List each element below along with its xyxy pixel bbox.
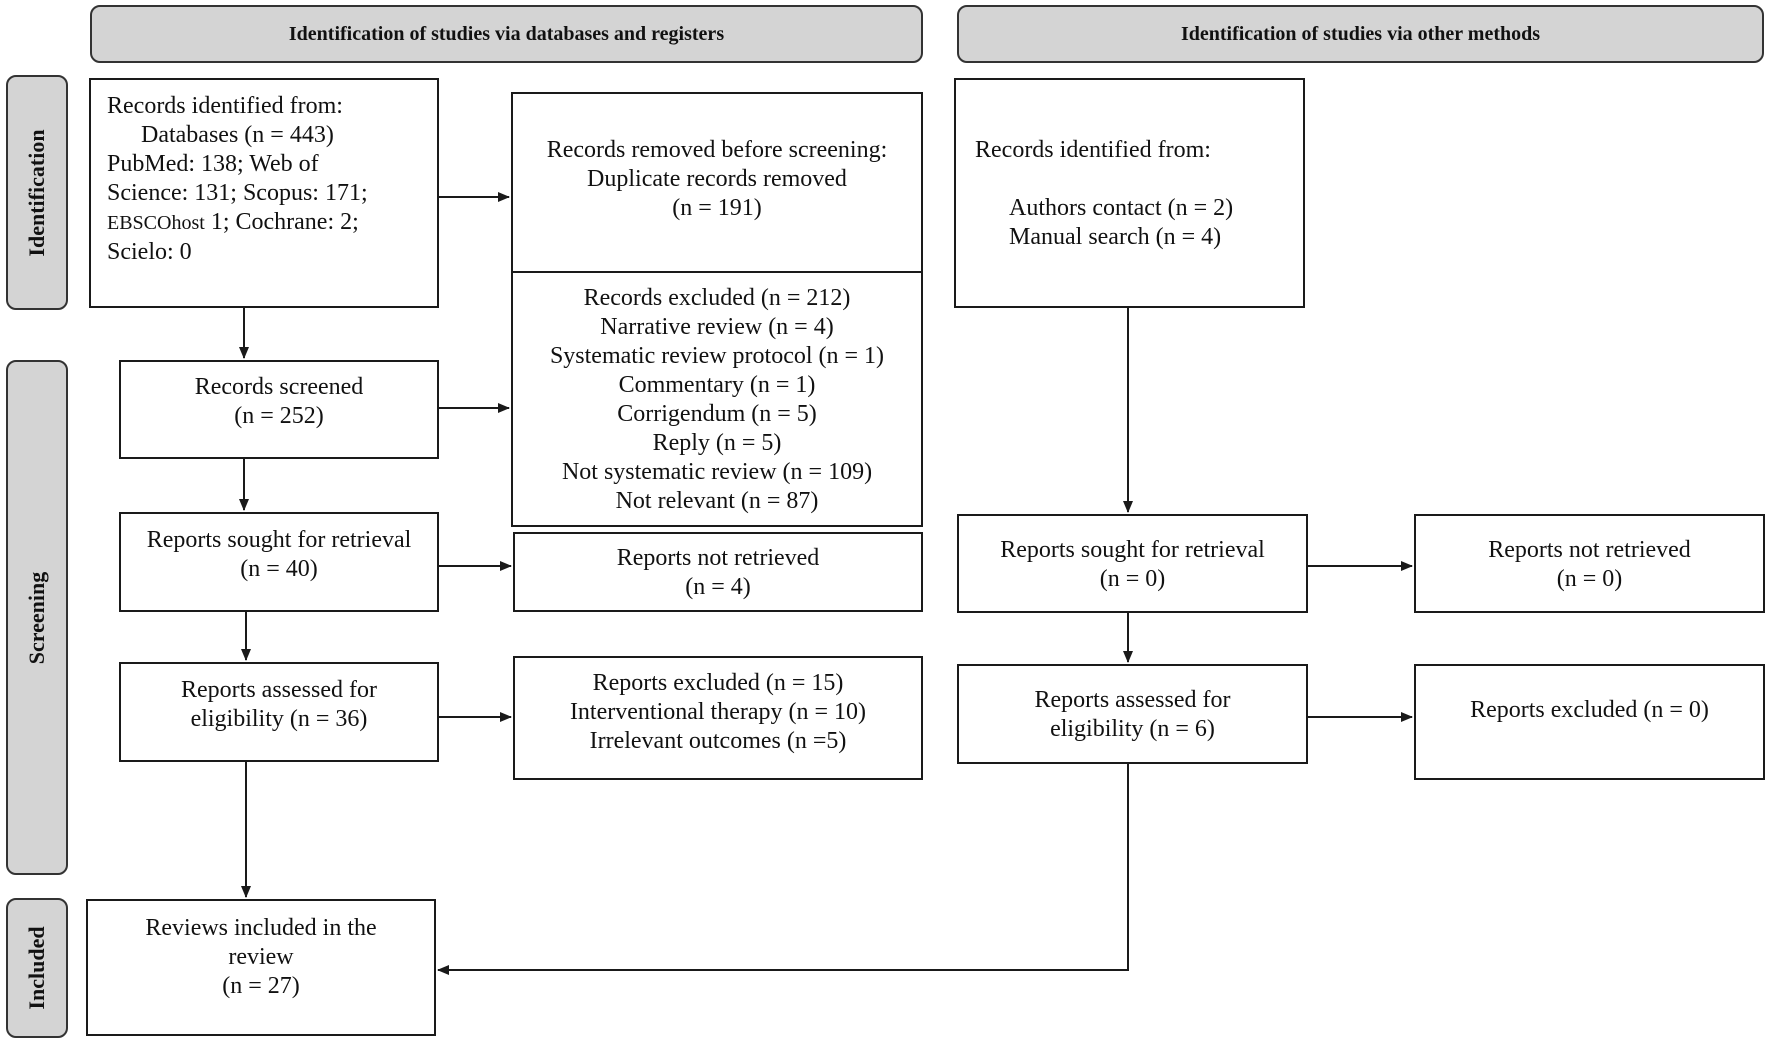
other-identified-line-1: Records identified from:: [975, 137, 1211, 163]
db-reports-excluded-box: Reports excluded (n = 15) Interventional…: [513, 656, 923, 780]
other-reports-sought-box: Reports sought for retrieval (n = 0): [957, 514, 1308, 613]
db-excluded-line-4: Commentary (n = 1): [618, 372, 816, 398]
arrow-other-assessed-to-included: [437, 764, 1129, 975]
db-sought-line-2: (n = 40): [240, 556, 318, 582]
db-excluded-line-6: Reply (n = 5): [652, 430, 782, 456]
db-reports-assessed-box: Reports assessed for eligibility (n = 36…: [119, 662, 439, 762]
db-screened-line-2: (n = 252): [234, 403, 324, 429]
db-reports-excluded-line-2: Interventional therapy (n = 10): [569, 699, 867, 725]
phase-included: Included: [6, 898, 68, 1038]
included-line-2: review: [228, 944, 294, 970]
db-identified-line-1: Records identified from:: [107, 93, 343, 119]
db-reports-not-retrieved-box: Reports not retrieved (n = 4): [513, 532, 923, 612]
db-not-retrieved-line-1: Reports not retrieved: [616, 545, 820, 571]
other-records-identified-box: Records identified from: Authors contact…: [954, 78, 1305, 308]
included-line-1: Reviews included in the: [145, 915, 377, 941]
db-records-excluded-box: Records excluded (n = 212) Narrative rev…: [511, 271, 923, 527]
db-removed-line-1: Records removed before screening:: [546, 137, 888, 163]
db-assessed-line-2: eligibility (n = 36): [190, 706, 368, 732]
db-not-retrieved-line-2: (n = 4): [685, 574, 751, 600]
db-screened-line-1: Records screened: [194, 374, 364, 400]
db-removed-line-3: (n = 191): [672, 195, 762, 221]
db-records-identified-box: Records identified from: Databases (n = …: [89, 78, 439, 308]
db-removed-line-2: Duplicate records removed: [587, 166, 847, 192]
header-other-methods-label: Identification of studies via other meth…: [1180, 22, 1541, 45]
other-sought-line-2: (n = 0): [1099, 566, 1166, 592]
db-excluded-line-5: Corrigendum (n = 5): [617, 401, 817, 427]
other-assessed-line-1: Reports assessed for: [1034, 687, 1231, 713]
db-records-removed-box: Records removed before screening: Duplic…: [511, 92, 923, 294]
db-assessed-line-1: Reports assessed for: [181, 677, 377, 703]
other-reports-not-retrieved-box: Reports not retrieved (n = 0): [1414, 514, 1765, 613]
db-reports-excluded-line-1: Reports excluded (n = 15): [592, 670, 844, 696]
db-records-screened-box: Records screened (n = 252): [119, 360, 439, 459]
db-reports-excluded-line-3: Irrelevant outcomes (n =5): [589, 728, 847, 754]
other-reports-excluded-line-1: Reports excluded (n = 0): [1470, 697, 1709, 723]
other-identified-line-2: Authors contact (n = 2): [1009, 195, 1234, 221]
other-sought-line-1: Reports sought for retrieval: [1000, 537, 1265, 563]
included-line-3: (n = 27): [222, 973, 300, 999]
db-identified-line-6: Scielo: 0: [107, 239, 192, 265]
other-reports-assessed-box: Reports assessed for eligibility (n = 6): [957, 664, 1308, 764]
phase-identification: Identification: [6, 75, 68, 310]
db-excluded-line-1: Records excluded (n = 212): [583, 285, 851, 311]
phase-screening: Screening: [6, 360, 68, 875]
db-identified-line-3: PubMed: 138; Web of: [107, 151, 319, 177]
reviews-included-box: Reviews included in the review (n = 27): [86, 899, 436, 1036]
db-excluded-line-3: Systematic review protocol (n = 1): [549, 343, 885, 369]
other-not-retrieved-line-1: Reports not retrieved: [1488, 537, 1691, 563]
db-excluded-line-2: Narrative review (n = 4): [600, 314, 834, 340]
db-reports-sought-box: Reports sought for retrieval (n = 40): [119, 512, 439, 612]
db-excluded-line-7: Not systematic review (n = 109): [561, 459, 873, 485]
other-assessed-line-2: eligibility (n = 6): [1050, 716, 1215, 742]
header-databases: Identification of studies via databases …: [90, 5, 923, 63]
header-databases-label: Identification of studies via databases …: [288, 22, 725, 45]
other-identified-line-3: Manual search (n = 4): [1009, 224, 1222, 250]
other-not-retrieved-line-2: (n = 0): [1556, 566, 1623, 592]
db-identified-ebsco: EBSCOhost: [107, 212, 205, 234]
header-other-methods: Identification of studies via other meth…: [957, 5, 1764, 63]
db-identified-line-5: 1; Cochrane: 2;: [204, 209, 359, 235]
db-excluded-line-8: Not relevant (n = 87): [615, 488, 819, 514]
other-reports-excluded-box: Reports excluded (n = 0): [1414, 664, 1765, 780]
db-identified-line-4: Science: 131; Scopus: 171;: [107, 180, 368, 206]
db-identified-line-2: Databases (n = 443): [141, 122, 334, 148]
db-sought-line-1: Reports sought for retrieval: [146, 527, 412, 553]
